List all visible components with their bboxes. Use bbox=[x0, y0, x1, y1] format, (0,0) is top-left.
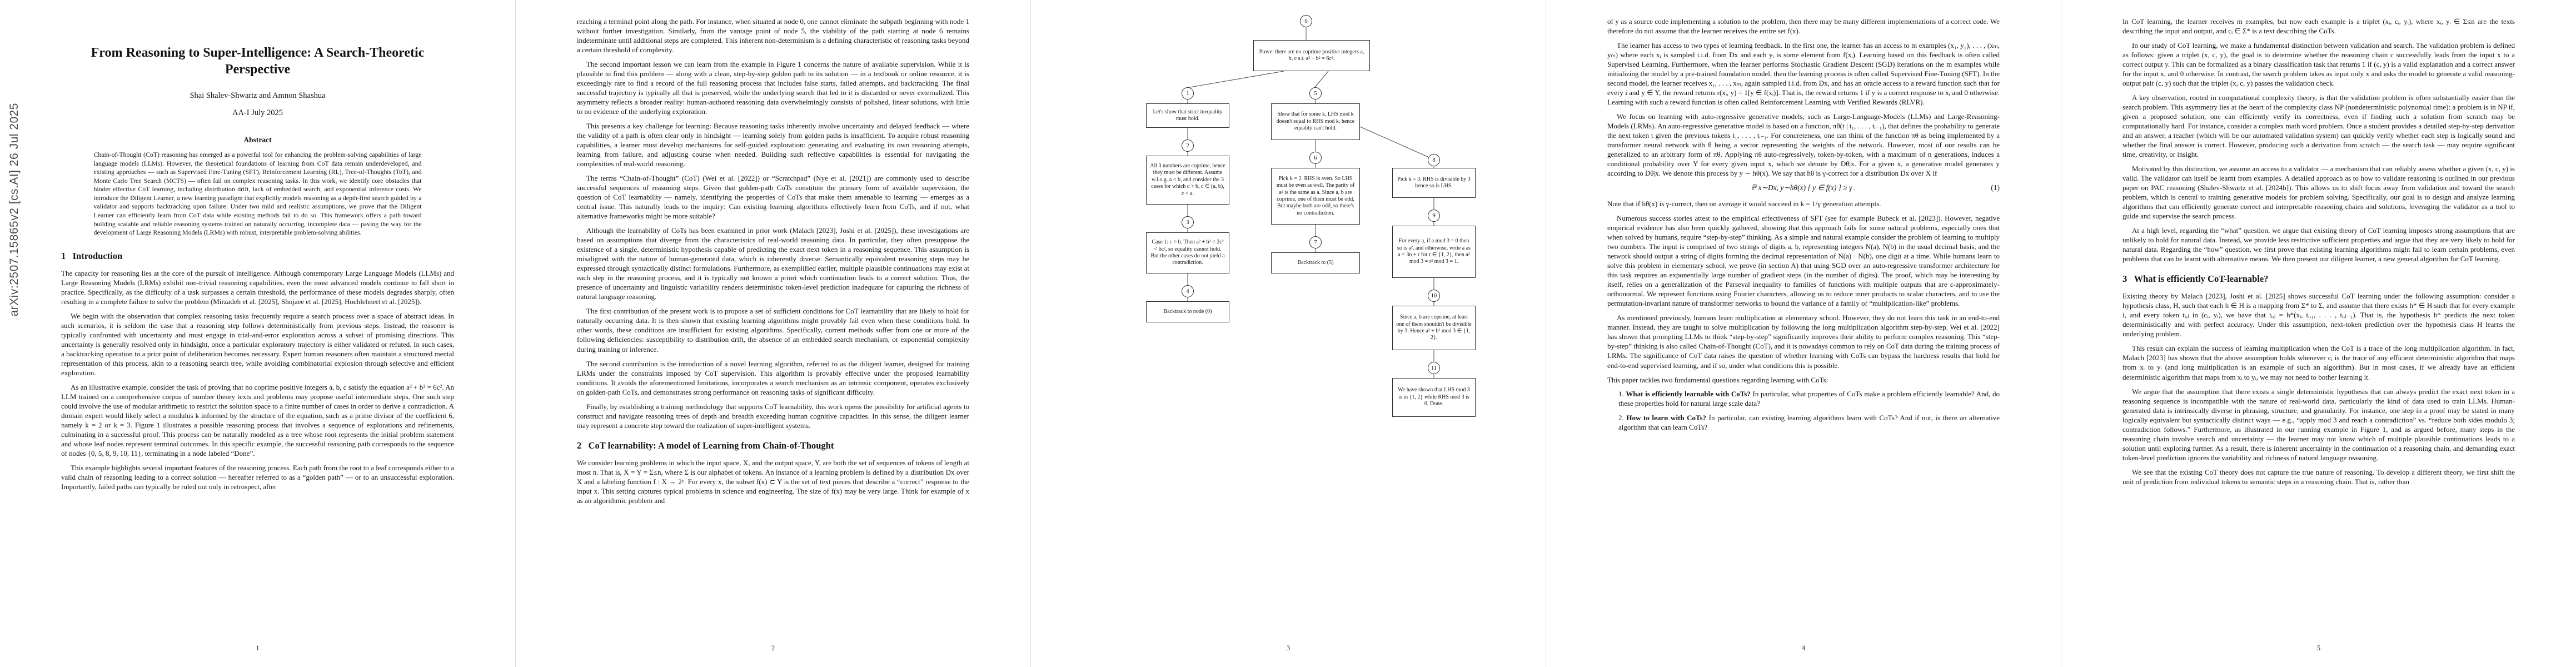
page-number: 2 bbox=[771, 644, 775, 652]
body-paragraph: The terms “Chain-of-Thought” (CoT) (Wei … bbox=[577, 174, 969, 221]
body-paragraph: The learner has access to two types of l… bbox=[1607, 41, 2000, 107]
page-2: reaching a terminal point along the path… bbox=[515, 0, 1030, 667]
page-3-figure: 0 1 2 3 4 5 6 7 8 9 10 11 Prove: there a… bbox=[1030, 0, 1546, 667]
body-paragraph: As mentioned previously, humans learn mu… bbox=[1607, 313, 2000, 370]
question-rest: In particular, can existing learning alg… bbox=[1618, 413, 2000, 431]
tree-box-mod3: For every a, if a mod 3 = 0 then so is a… bbox=[1392, 226, 1476, 278]
tree-node-9: 9 bbox=[1428, 210, 1440, 222]
body-paragraph: Finally, by establishing a training meth… bbox=[577, 402, 969, 430]
question-item-2: 2. How to learn with CoTs? In particular… bbox=[1618, 413, 2000, 432]
body-paragraph: The capacity for reasoning lies at the c… bbox=[61, 268, 454, 306]
tree-edge bbox=[1186, 71, 1284, 88]
tree-edges-layer bbox=[1186, 27, 1434, 378]
tree-box-prove: Prove: there are no coprime positive int… bbox=[1253, 40, 1370, 71]
question-bold: What is efficiently learnable with CoTs? bbox=[1626, 389, 1751, 398]
page-4-column: of y as a source code implementing a sol… bbox=[1607, 0, 2000, 437]
tree-box-backtrack-1: Backtrack to node (0) bbox=[1146, 301, 1229, 322]
body-paragraph: We focus on learning with auto-regressiv… bbox=[1607, 112, 2000, 178]
page-number: 3 bbox=[1286, 644, 1291, 652]
body-paragraph: Motivated by this distinction, we assume… bbox=[2122, 165, 2515, 221]
body-paragraph: This presents a key challenge for learni… bbox=[577, 122, 969, 168]
body-paragraph: Numerous success stories attest to the e… bbox=[1607, 214, 2000, 308]
section-heading-introduction: 1 Introduction bbox=[61, 250, 123, 261]
page-5-column: In CoT learning, the learner receives m … bbox=[2122, 0, 2515, 491]
body-paragraph: A key observation, rooted in computation… bbox=[2122, 93, 2515, 159]
question-bold: How to learn with CoTs? bbox=[1626, 413, 1707, 422]
body-paragraph: Although the learnability of CoTs has be… bbox=[577, 226, 969, 301]
body-paragraph: This result can explain the success of l… bbox=[2122, 344, 2515, 381]
page-number: 5 bbox=[2316, 644, 2321, 652]
tree-box-k3: Pick k = 3. RHS is divisible by 3 hence … bbox=[1392, 168, 1476, 198]
tree-node-6: 6 bbox=[1309, 152, 1322, 164]
body-paragraph: We consider learning problems in which t… bbox=[577, 458, 969, 505]
question-number: 1. bbox=[1618, 389, 1624, 398]
body-paragraph: We see that the existing CoT theory does… bbox=[2122, 467, 2515, 486]
body-paragraph: We argue that the assumption that there … bbox=[2122, 387, 2515, 462]
tree-box-strict: Let's show that strict inequality must h… bbox=[1146, 103, 1229, 128]
equation-number: (1) bbox=[1991, 183, 2000, 192]
question-rest: In particular, what properties of CoTs m… bbox=[1618, 389, 2000, 407]
body-paragraph: The first contribution of the present wo… bbox=[577, 307, 969, 354]
tree-box-coprime-mod3: Since a, b are coprime, at least one of … bbox=[1392, 306, 1476, 350]
question-item-1: 1. What is efficiently learnable with Co… bbox=[1618, 389, 2000, 408]
body-paragraph: At a high level, regarding the “what” qu… bbox=[2122, 226, 2515, 263]
tree-edge bbox=[1359, 126, 1428, 157]
tree-node-4: 4 bbox=[1182, 285, 1194, 297]
paper-authors: Shai Shalev-Shwartz and Amnon Shashua bbox=[190, 91, 326, 100]
body-paragraph: Note that if hθ(x) is γ-correct, then on… bbox=[1607, 200, 1881, 208]
page-number: 1 bbox=[256, 644, 260, 652]
body-paragraph: The second contribution is the introduct… bbox=[577, 359, 969, 396]
page-2-column: reaching a terminal point along the path… bbox=[577, 0, 969, 510]
page-4: of y as a source code implementing a sol… bbox=[1546, 0, 2061, 667]
question-number: 2. bbox=[1618, 413, 1624, 422]
tree-edge bbox=[1314, 71, 1329, 88]
equation-body: ℙ x∼Dx, y∼hθ(x) [ y ∈ f(x) ] ≥ γ . bbox=[1751, 183, 1856, 192]
body-paragraph: of y as a source code implementing a sol… bbox=[1607, 17, 2000, 36]
abstract-heading: Abstract bbox=[243, 136, 272, 144]
body-paragraph: This example highlights several importan… bbox=[61, 463, 454, 491]
tree-node-1: 1 bbox=[1182, 87, 1194, 99]
tree-node-0: 0 bbox=[1300, 15, 1312, 27]
body-paragraph: The second important lesson we can learn… bbox=[577, 60, 969, 116]
tree-node-7: 7 bbox=[1309, 236, 1322, 248]
tree-node-2: 2 bbox=[1182, 140, 1194, 152]
body-paragraph: Existing theory by Malach [2023], Joshi … bbox=[2122, 292, 2515, 339]
paper-venue: AA-I July 2025 bbox=[232, 108, 283, 117]
page-5: In CoT learning, the learner receives m … bbox=[2061, 0, 2576, 667]
tree-node-10: 10 bbox=[1428, 290, 1440, 302]
page-1-column: From Reasoning to Super-Intelligence: A … bbox=[61, 0, 454, 496]
tree-box-some-k: Show that for some k, LHS mod k doesn't … bbox=[1271, 103, 1360, 140]
body-paragraph: In our study of CoT learning, we make a … bbox=[2122, 41, 2515, 88]
arxiv-watermark: arXiv:2507.15865v2 [cs.AI] 26 Jul 2025 bbox=[8, 103, 21, 317]
body-paragraph: As an illustrative example, consider the… bbox=[61, 382, 454, 457]
questions-intro: This paper tackles two fundamental quest… bbox=[1607, 375, 1828, 384]
tree-box-backtrack-2: Backtrack to (5) bbox=[1271, 252, 1360, 273]
tree-node-5: 5 bbox=[1309, 87, 1322, 99]
equation-1: ℙ x∼Dx, y∼hθ(x) [ y ∈ f(x) ] ≥ γ . (1) bbox=[1607, 183, 2000, 192]
tree-box-case1: Case 1: c > b. Then a² + b² < 2c² < 6c²,… bbox=[1146, 232, 1229, 273]
tree-node-11: 11 bbox=[1428, 362, 1440, 374]
page-1: arXiv:2507.15865v2 [cs.AI] 26 Jul 2025 F… bbox=[0, 0, 515, 667]
section-heading-what-is-learnable: 3 What is efficiently CoT-learnable? bbox=[2122, 273, 2269, 285]
paper-title: From Reasoning to Super-Intelligence: A … bbox=[91, 46, 425, 77]
body-paragraph: In CoT learning, the learner receives m … bbox=[2122, 17, 2515, 36]
body-paragraph: We begin with the observation that compl… bbox=[61, 311, 454, 377]
page-number: 4 bbox=[1801, 644, 1806, 652]
abstract-text: Chain-of-Thought (CoT) reasoning has eme… bbox=[93, 151, 422, 237]
tree-node-8: 8 bbox=[1428, 154, 1440, 166]
body-paragraph: reaching a terminal point along the path… bbox=[577, 17, 969, 54]
section-heading-cot-learnability: 2 CoT learnability: A model of Learning … bbox=[577, 440, 834, 451]
tree-box-done: We have shown that LHS mod 3 is in {1, 2… bbox=[1392, 378, 1476, 417]
tree-node-3: 3 bbox=[1182, 216, 1194, 228]
tree-box-coprime: All 3 numbers are coprime, hence they mu… bbox=[1146, 156, 1229, 205]
tree-box-k2: Pick k = 2. RHS is even. So LHS must be … bbox=[1271, 168, 1360, 225]
